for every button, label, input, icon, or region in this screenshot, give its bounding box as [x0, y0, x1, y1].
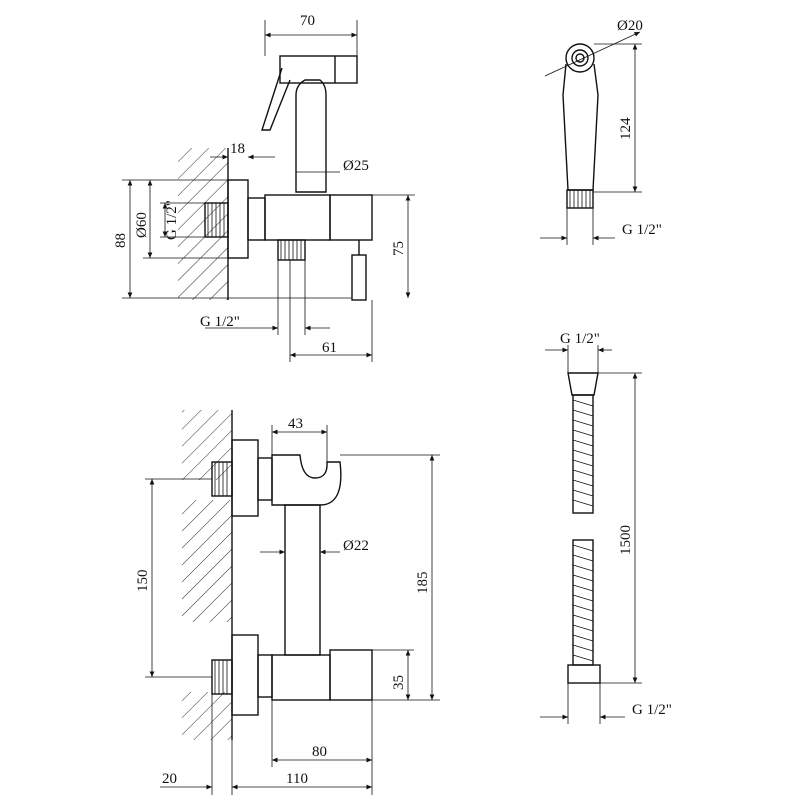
lower-valve-body	[271, 654, 331, 701]
dim-88: 88	[113, 233, 129, 248]
sprayer-trigger	[261, 67, 291, 131]
lower-valve-cap	[329, 649, 373, 701]
sprayer-side-body	[562, 63, 599, 191]
dim-61: 61	[322, 340, 337, 356]
sprayer-holder	[271, 454, 342, 506]
hose-upper	[572, 394, 594, 514]
top-right-view: Ø20 124 G 1/2"	[540, 18, 662, 245]
dim-20: 20	[162, 771, 177, 787]
wall-hatch	[178, 148, 228, 300]
connecting-tube	[284, 504, 321, 656]
hose-nut	[567, 664, 601, 684]
dim-sprayer-thread: G 1/2"	[622, 222, 662, 238]
dim-d22: Ø22	[343, 538, 369, 554]
dim-18: 18	[230, 141, 245, 157]
sprayer-body	[295, 79, 327, 193]
top-left-view: 70 18 Ø25 88 Ø60 G 1/2" 75 G 1/2" 61	[113, 13, 415, 362]
hose-view: G 1/2" 1500 G 1/2"	[540, 331, 672, 724]
dim-d25: Ø25	[343, 158, 369, 174]
valve-body	[264, 194, 331, 241]
dim-124: 124	[618, 117, 634, 140]
dim-43: 43	[288, 416, 303, 432]
sprayer-thread	[566, 189, 594, 209]
dim-hose-top-thread: G 1/2"	[560, 331, 600, 347]
valve-cap	[329, 194, 373, 241]
dim-d20: Ø20	[617, 18, 643, 34]
dim-75: 75	[391, 241, 407, 256]
bottom-thread	[277, 239, 306, 261]
dim-80: 80	[312, 744, 327, 760]
hose-cone	[567, 372, 599, 396]
wall-hatch-top	[182, 410, 232, 480]
dim-70: 70	[300, 13, 315, 29]
lever-handle	[351, 254, 367, 301]
dim-1500: 1500	[618, 525, 634, 555]
wall-hatch-middle	[182, 500, 232, 622]
dim-hose-bottom-thread: G 1/2"	[632, 702, 672, 718]
dim-185: 185	[415, 572, 431, 595]
dim-d60: Ø60	[134, 212, 150, 238]
dim-110: 110	[286, 771, 308, 787]
dim-150: 150	[135, 570, 151, 593]
wall-flange	[227, 179, 249, 259]
wall-hatch-bottom	[182, 692, 232, 740]
dim-inlet-thread: G 1/2"	[164, 200, 180, 240]
sprayer-head	[279, 55, 358, 84]
dim-35: 35	[391, 675, 407, 690]
sprayer-nozzle	[565, 43, 595, 73]
lower-flange	[231, 634, 259, 716]
inlet-thread	[204, 202, 229, 238]
bottom-left-view: 43 Ø22 150 185 35 80 20 110	[135, 410, 440, 795]
upper-flange	[231, 439, 259, 517]
dim-bottom-thread: G 1/2"	[200, 314, 240, 330]
